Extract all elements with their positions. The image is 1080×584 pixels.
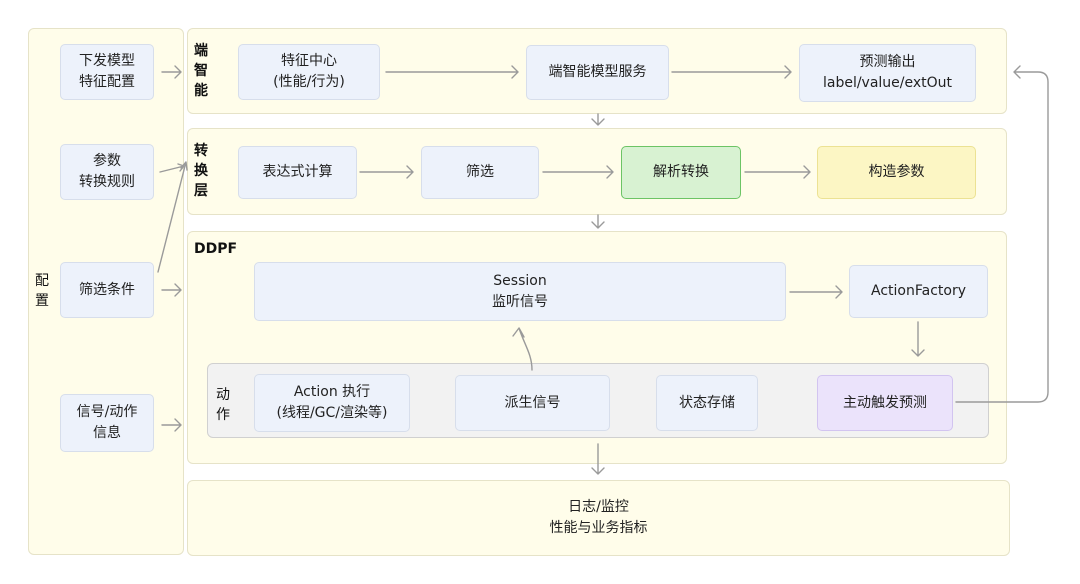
node-text-line: 信息 [93,425,121,441]
transform-layer-label: 转换层 [194,143,208,199]
node-text: 构造参数 [869,162,925,183]
action-label: 动作 [216,387,230,423]
node-text-line: label/value/extOut [822,75,953,91]
node-text-line: 主动触发预测 [843,394,927,411]
config-label: 配置 [35,273,49,309]
edge-intelligence-label: 端智能 [194,43,208,99]
node-text: 下发模型特征配置 [79,51,135,93]
node-text: 状态存储 [679,393,735,414]
node-text: 筛选 [466,162,494,183]
derived-signal-node: 派生信号 [455,375,610,431]
log-monitor-panel [187,480,1010,556]
node-text-line: Session [493,272,547,289]
predict-output-node: 预测输出 label/value/extOut [799,44,976,102]
node-text-line: 筛选 [466,164,494,180]
parse-convert-node: 解析转换 [621,146,741,199]
node-text-line: 监听信号 [492,293,548,310]
node-text-line: 筛选条件 [79,281,135,298]
active-trigger-predict-node: 主动触发预测 [817,375,953,431]
node-text: 预测输出 label/value/extOut [823,52,952,94]
node-text: Action 执行 (线程/GC/渲染等) [277,382,388,424]
log-monitor-text: 日志/监控性能与业务指标 [187,480,1010,556]
edge-model-service-node: 端智能模型服务 [526,45,669,100]
node-text: 端智能模型服务 [549,62,647,83]
node-text-line: Action 执行 [293,384,371,400]
action-factory-node: ActionFactory [849,265,988,318]
feature-center-node: 特征中心 (性能/行为) [238,44,380,100]
node-text-line: (性能/行为) [273,74,345,90]
node-text: 信号/动作信息 [77,402,138,444]
action-execute-node: Action 执行 (线程/GC/渲染等) [254,374,410,432]
node-text-line: 性能与业务指标 [549,520,648,536]
config-item-param-rules: 参数转换规则 [60,144,154,200]
node-text-line: ActionFactory [871,283,966,299]
filter-node: 筛选 [421,146,539,199]
node-text: 派生信号 [505,393,561,414]
node-text-line: 日志/监控 [568,499,629,515]
node-text-line: 信号/动作 [76,404,138,420]
node-text: ActionFactory [871,281,966,302]
node-text: 日志/监控性能与业务指标 [550,497,648,539]
node-text-line: 特征中心 [280,53,337,69]
node-text-line: (线程/GC/渲染等) [276,405,388,421]
node-text-line: 派生信号 [504,394,561,411]
node-text-line: 端智能模型服务 [548,64,647,80]
node-text-line: 转换规则 [79,174,135,190]
config-item-signal-action-info: 信号/动作信息 [60,394,154,452]
config-item-model-feature: 下发模型特征配置 [60,44,154,100]
arrow-transform-to-ddpf [591,214,605,229]
expression-calc-node: 表达式计算 [238,146,357,199]
ddpf-label: DDPF [194,241,238,257]
config-item-filter-condition: 筛选条件 [60,262,154,318]
node-text-line: 状态存储 [679,394,735,411]
node-text-line: 预测输出 [859,54,916,70]
node-text: 筛选条件 [79,280,135,301]
node-text-line: 特征配置 [79,74,135,90]
node-text: 解析转换 [653,162,709,183]
node-text: 表达式计算 [263,162,333,183]
node-text-line: 解析转换 [653,164,709,180]
state-storage-node: 状态存储 [656,375,758,431]
node-text-line: 下发模型 [79,53,135,69]
session-node: Session 监听信号 [254,262,786,321]
node-text-line: 参数 [93,153,121,169]
node-text: 特征中心 (性能/行为) [273,51,345,93]
node-text: 主动触发预测 [843,393,927,414]
node-text-line: 构造参数 [868,164,925,180]
node-text-line: 表达式计算 [262,164,333,180]
node-text: 参数转换规则 [79,151,135,193]
node-text: Session 监听信号 [492,271,548,313]
build-params-node: 构造参数 [817,146,976,199]
arrow-edge-to-transform [591,113,605,126]
